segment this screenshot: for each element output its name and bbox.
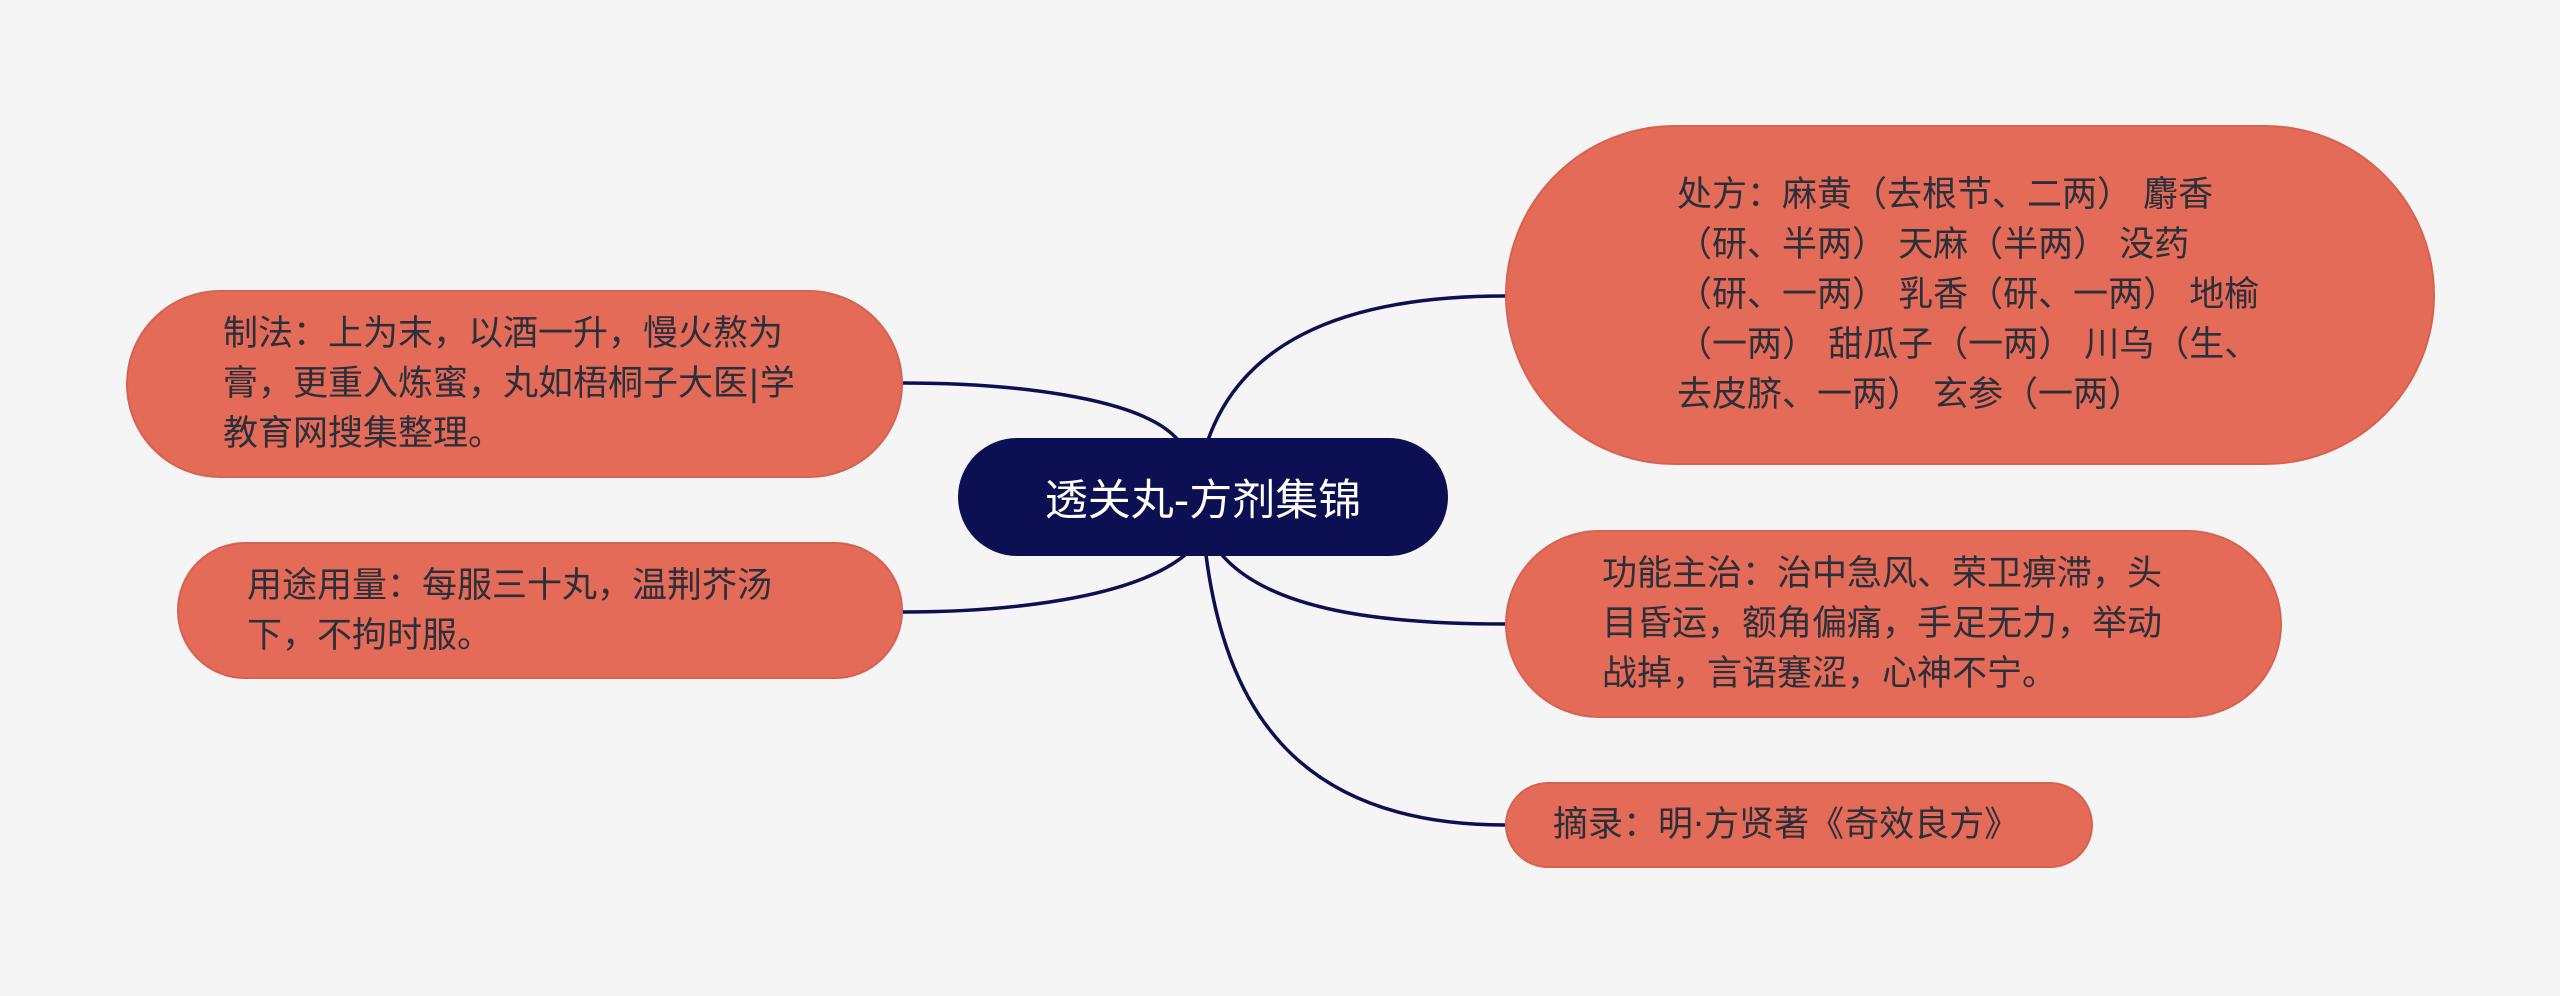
- usage-node[interactable]: 用途用量：每服三十丸，温荆芥汤下，不拘时服。: [177, 542, 903, 679]
- method-text: 制法：上为末，以酒一升，慢火熬为膏，更重入炼蜜，丸如梧桐子大医|学教育网搜集整理…: [223, 314, 795, 454]
- connector-function: [1220, 553, 1506, 626]
- prescription-text: 处方：麻黄（去根节、二两） 麝香（研、半两） 天麻（半两） 没药（研、一两） 乳…: [1677, 175, 2260, 415]
- connector-method: [902, 381, 1180, 442]
- function-node[interactable]: 功能主治：治中急风、荣卫痹滞，头目昏运，额角偏痛，手足无力，举动战掉，言语蹇涩，…: [1505, 530, 2282, 718]
- connector-prescription: [1206, 294, 1506, 441]
- source-text: 摘录：明·方贤著《奇效良方》: [1553, 805, 2020, 845]
- usage-text: 用途用量：每服三十丸，温荆芥汤下，不拘时服。: [247, 565, 773, 656]
- central-topic-label: 透关丸-方剂集锦: [1044, 476, 1362, 526]
- connector-source: [1204, 554, 1506, 827]
- function-text: 功能主治：治中急风、荣卫痹滞，头目昏运，额角偏痛，手足无力，举动战掉，言语蹇涩，…: [1602, 554, 2163, 694]
- prescription-node[interactable]: 处方：麻黄（去根节、二两） 麝香（研、半两） 天麻（半两） 没药（研、一两） 乳…: [1505, 125, 2435, 465]
- source-node[interactable]: 摘录：明·方贤著《奇效良方》: [1505, 782, 2093, 868]
- method-node[interactable]: 制法：上为末，以酒一升，慢火熬为膏，更重入炼蜜，丸如梧桐子大医|学教育网搜集整理…: [126, 290, 903, 478]
- central-topic[interactable]: 透关丸-方剂集锦: [958, 438, 1448, 556]
- connector-usage: [902, 553, 1187, 614]
